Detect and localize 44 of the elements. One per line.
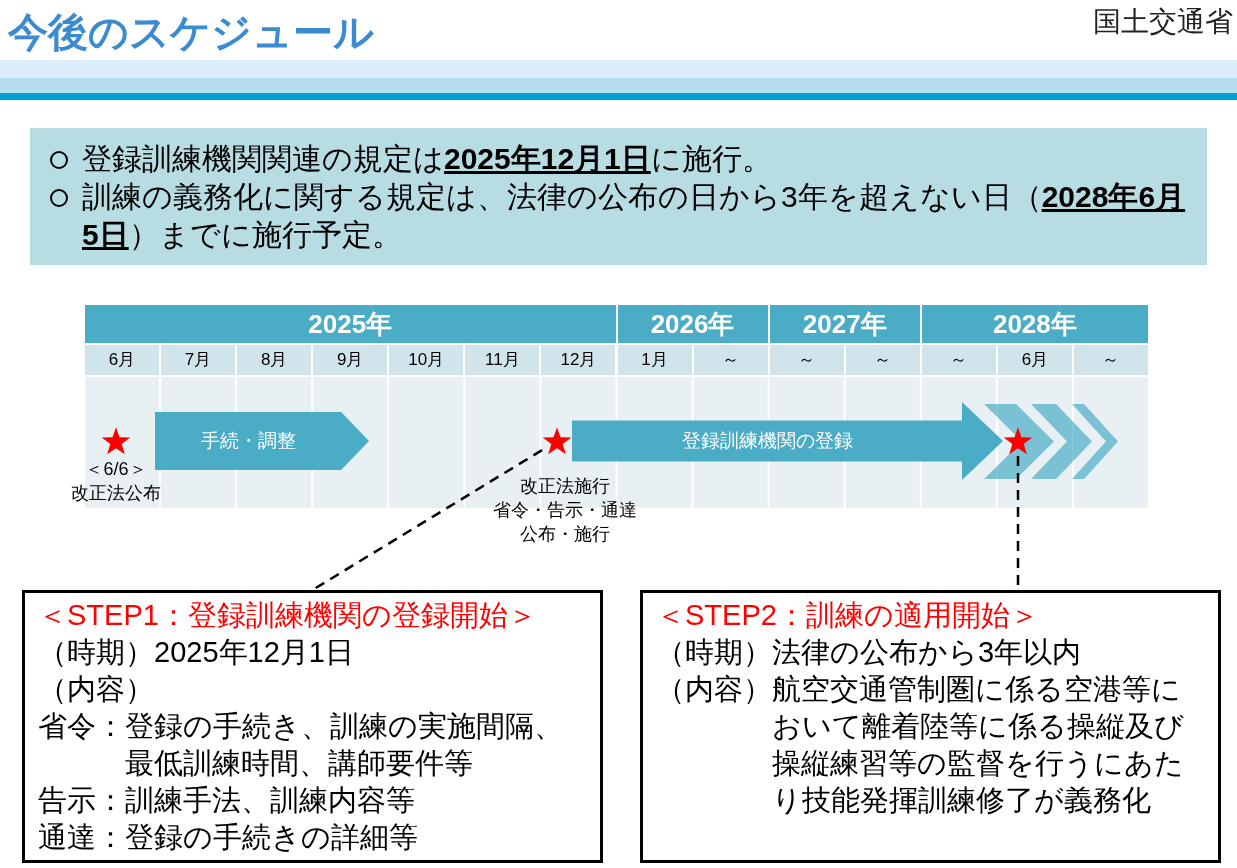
step-detail: （内容） [38, 672, 155, 707]
month-header: 12月 [541, 345, 616, 375]
month-header: ～ [1073, 345, 1148, 375]
month-header: ～ [845, 345, 920, 375]
year-header: 2026年 [617, 305, 768, 343]
step-detail: 省令：登録の手続き、訓練の実施間隔、最低訓練時間、講師要件等 [38, 709, 564, 781]
arrow-label: 手続・調整 [200, 429, 296, 453]
marker-caption: 省令・告示・通達公布・施行 [492, 499, 638, 546]
step-heading: ＜STEP2：訓練の適用開始＞ [656, 598, 1040, 633]
info-panel [30, 128, 1207, 265]
month-header: ～ [769, 345, 844, 375]
info-text: 訓練の義務化に関する規定は、法律の公布の日から3年を超えない日（2028年6月5日）までに施行予定。 [82, 179, 1187, 253]
page-title: 今後のスケジュール [8, 9, 374, 56]
step-detail: 告示：訓練手法、訓練内容等 [38, 783, 416, 818]
step-detail: （内容）航空交通管制圏に係る空港等において離着陸等に係る操縦及び操縦練習等の監督を行うにあたり技能発揮訓練修了が義務化 [656, 672, 1185, 818]
month-header: 7月 [161, 345, 236, 375]
step-detail: （時期）法律の公布から3年以内 [656, 635, 1083, 670]
month-header: 1月 [617, 345, 692, 375]
month-header: 10月 [389, 345, 464, 375]
year-header: 2025年 [85, 305, 616, 343]
year-header: 2027年 [769, 305, 920, 343]
month-header: ～ [921, 345, 996, 375]
edge-label: 登録訓練機関の登録 [681, 429, 853, 453]
marker-caption: ＜6/6＞ [85, 458, 147, 481]
star-icon [1003, 426, 1033, 456]
step-heading: ＜STEP1：登録訓練機関の登録開始＞ [38, 598, 538, 633]
step-detail: （時期）2025年12月1日 [38, 635, 355, 670]
marker-caption: 改正法施行 [520, 475, 610, 498]
organization-name: 国土交通省 [1093, 5, 1233, 39]
step-panel [22, 590, 603, 863]
month-header: 6月 [997, 345, 1072, 375]
month-header: 9月 [313, 345, 388, 375]
month-header: ～ [693, 345, 768, 375]
month-header: 11月 [465, 345, 540, 375]
block-arrow [572, 402, 1003, 480]
step-detail: 通達：登録の手続きの詳細等 [38, 820, 419, 855]
info-text: 登録訓練機関関連の規定は2025年12月1日に施行。 [82, 141, 772, 177]
year-header: 2028年 [921, 305, 1148, 343]
month-header: 6月 [85, 345, 160, 375]
month-header: 8月 [237, 345, 312, 375]
star-icon [542, 426, 572, 456]
star-icon [101, 426, 131, 456]
marker-caption: 改正法公布 [70, 482, 162, 505]
step-panel [640, 590, 1221, 863]
